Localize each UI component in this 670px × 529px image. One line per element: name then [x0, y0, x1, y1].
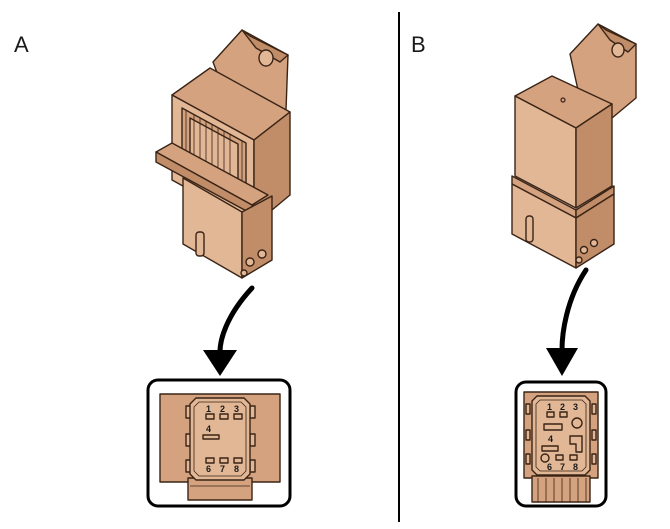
pin-label-1-b: 1: [547, 402, 552, 412]
pin-label-6-a: 6: [206, 464, 211, 474]
pin-label-6-b: 6: [547, 462, 552, 472]
connector-face-b: 1 2 3 4 6 7 8: [514, 380, 608, 508]
pin-label-3-b: 3: [573, 402, 578, 412]
pin-label-8-a: 8: [234, 464, 239, 474]
pin-label-4-b: 4: [548, 434, 553, 444]
arrow-b: [546, 267, 589, 376]
pin-label-8-b: 8: [573, 462, 578, 472]
relay-a-illustration: [155, 29, 291, 279]
panel-b-label: B: [411, 32, 426, 57]
pin-label-4-a: 4: [206, 424, 211, 434]
panel-a: A: [14, 29, 292, 508]
pin-label-2-a: 2: [220, 404, 225, 414]
panel-b: B: [411, 23, 637, 508]
pin-label-3-a: 3: [234, 404, 239, 414]
pin-label-1-a: 1: [206, 404, 211, 414]
arrow-a: [203, 285, 255, 376]
pin-label-7-b: 7: [560, 462, 565, 472]
panel-a-label: A: [14, 32, 29, 57]
relay-b-illustration: [511, 23, 637, 269]
pin-label-7-a: 7: [220, 464, 225, 474]
pin-label-2-b: 2: [560, 402, 565, 412]
connector-face-a: 1 2 3 4 6 7 8: [146, 378, 292, 508]
